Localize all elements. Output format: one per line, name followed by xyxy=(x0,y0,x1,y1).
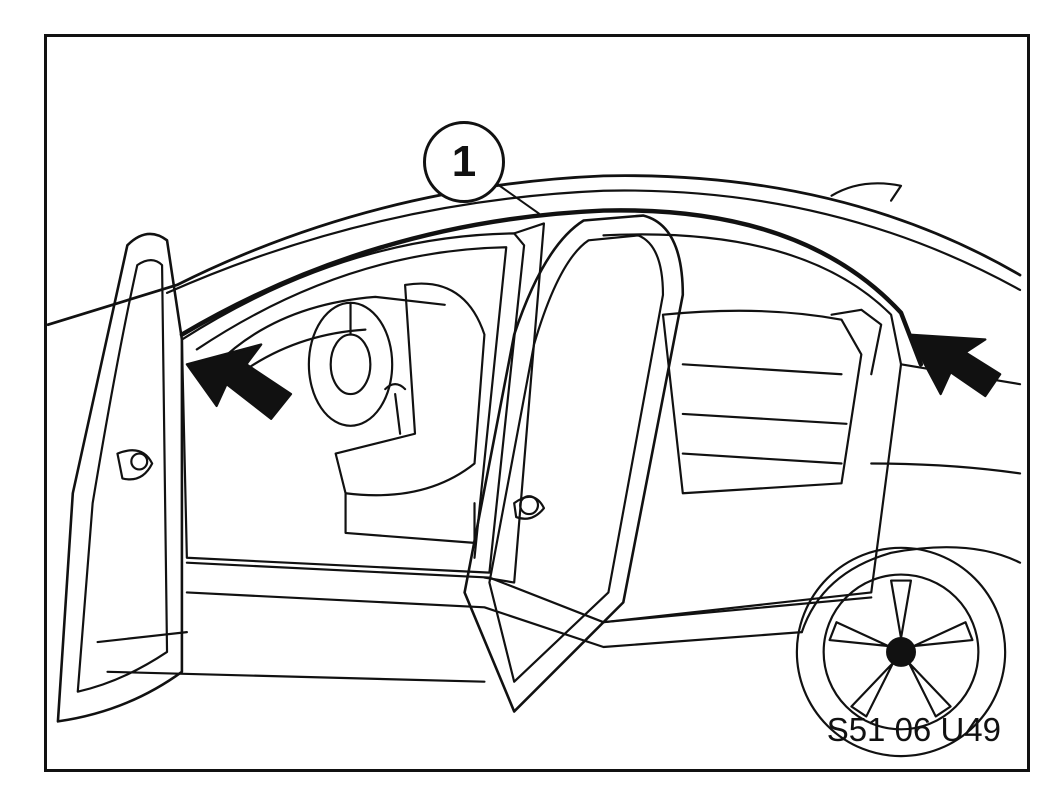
arrow-rear xyxy=(907,333,1002,398)
rear-door-opening xyxy=(602,233,903,624)
front-door-handle xyxy=(116,449,154,481)
front-door-open xyxy=(56,232,184,723)
callout-number: 1 xyxy=(451,137,477,186)
arrow-front xyxy=(185,343,293,420)
rear-door-open xyxy=(463,214,685,713)
b-pillar xyxy=(483,222,546,584)
figure-code: S51 06 U49 xyxy=(826,711,1001,748)
front-door-opening xyxy=(180,232,526,574)
callout-1: 1 xyxy=(423,121,505,203)
front-seat xyxy=(334,282,486,497)
door-seal-strip xyxy=(179,208,924,367)
rear-wheel xyxy=(795,546,1007,758)
car-door-seal-illustration xyxy=(47,153,1022,758)
diagram-frame: 1 S51 06 U49 xyxy=(44,34,1030,772)
roof-antenna xyxy=(830,182,903,202)
roof-rail xyxy=(165,189,1022,294)
rear-seat xyxy=(661,309,863,495)
roof-outline xyxy=(47,174,1022,327)
door-sill xyxy=(185,561,873,624)
wheel-spokes xyxy=(828,579,974,718)
gear-lever xyxy=(384,383,407,435)
dashboard xyxy=(215,295,446,366)
wheel-hub xyxy=(886,636,916,667)
